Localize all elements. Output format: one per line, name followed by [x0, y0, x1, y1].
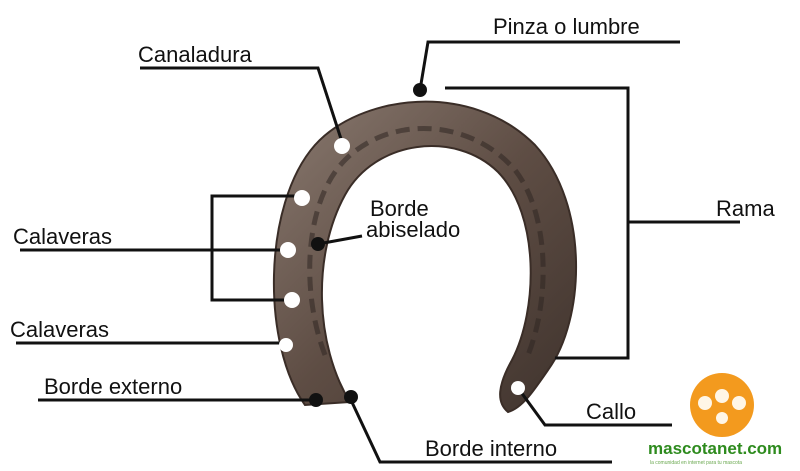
- logo-tagline: la comunidad en internet para tu mascota: [650, 460, 742, 466]
- leader-rama: [445, 86, 740, 360]
- marker-canaladura: [334, 138, 350, 154]
- label-borde-abiselado-2: abiselado: [366, 217, 460, 242]
- leader-calaveras-bracket: [20, 194, 296, 302]
- label-rama: Rama: [716, 196, 775, 221]
- marker-borde-abiselado: [311, 237, 325, 251]
- mascotanet-logo: mascotanet.com la comunidad en internet …: [648, 373, 782, 466]
- marker-calavera-1: [294, 190, 310, 206]
- logo-circle: [690, 373, 754, 437]
- leader-borde-abiselado: [317, 234, 363, 246]
- leader-callo: [516, 387, 672, 427]
- logo-name: mascotanet.com: [648, 439, 782, 458]
- marker-borde-interno: [344, 390, 358, 404]
- leader-canaladura: [140, 66, 344, 143]
- label-calaveras-2: Calaveras: [10, 317, 109, 342]
- label-canaladura: Canaladura: [138, 42, 253, 67]
- marker-calavera-3: [284, 292, 300, 308]
- label-pinza: Pinza o lumbre: [493, 14, 640, 39]
- marker-callo: [511, 381, 525, 395]
- marker-calavera-2: [280, 242, 296, 258]
- marker-pinza: [413, 83, 427, 97]
- horseshoe-groove: [307, 125, 546, 356]
- horseshoe-shape: [273, 100, 578, 414]
- marker-calavera-4: [279, 338, 293, 352]
- leader-pinza: [418, 40, 680, 91]
- logo-face-bottom: [716, 412, 728, 424]
- label-borde-abiselado-1: Borde: [370, 196, 429, 221]
- logo-face-left: [698, 396, 712, 410]
- logo-face-center: [715, 389, 729, 403]
- label-borde-externo: Borde externo: [44, 374, 182, 399]
- labels: Pinza o lumbre Canaladura Rama Borde abi…: [10, 14, 775, 461]
- leader-lines: [16, 40, 740, 464]
- logo-face-right: [732, 396, 746, 410]
- marker-borde-externo: [309, 393, 323, 407]
- horseshoe-image: [273, 100, 578, 414]
- label-callo: Callo: [586, 399, 636, 424]
- leader-borde-interno: [348, 397, 612, 464]
- label-calaveras-1: Calaveras: [13, 224, 112, 249]
- markers: [279, 83, 525, 407]
- label-borde-interno: Borde interno: [425, 436, 557, 461]
